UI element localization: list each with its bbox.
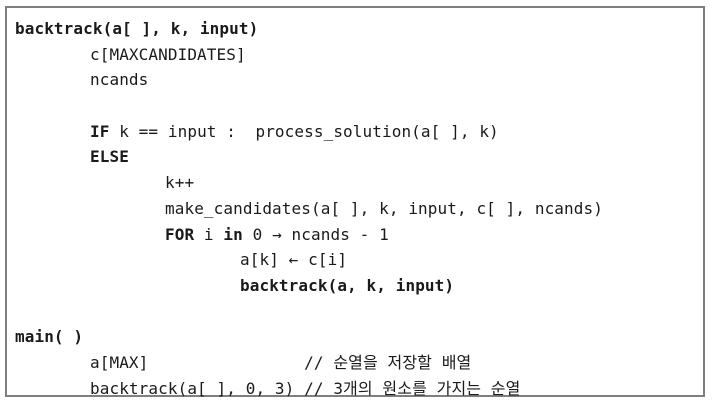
code-line: backtrack(a[ ], 0, 3) // 3개의 원소를 가지는 순열 — [15, 376, 699, 402]
code-line: k++ — [15, 170, 699, 196]
code-keyword: IF — [90, 121, 110, 141]
code-text: k++ — [165, 173, 195, 193]
code-line: backtrack(a, k, input) — [15, 273, 699, 299]
code-line: main( ) — [15, 324, 699, 350]
code-line: a[k] ← c[i] — [15, 247, 699, 273]
code-text: backtrack(a[ ], 0, 3) // 3개의 원소를 가지는 순열 — [90, 378, 521, 398]
code-keyword: FOR — [165, 224, 195, 244]
code-line: a[MAX] // 순열을 저장할 배열 — [15, 350, 699, 376]
code-line: make_candidates(a[ ], k, input, c[ ], nc… — [15, 196, 699, 222]
code-keyword: backtrack(a[ ], k, input) — [15, 19, 259, 38]
code-keyword: backtrack(a, k, input) — [240, 275, 455, 295]
code-text: a[MAX] // 순열을 저장할 배열 — [90, 352, 472, 372]
code-line: IF k == input : process_solution(a[ ], k… — [15, 119, 699, 145]
code-text: 0 → ncands - 1 — [242, 224, 389, 244]
code-text: i — [194, 224, 224, 244]
code-text: k == input : process_solution(a[ ], k) — [109, 121, 499, 141]
code-keyword: ELSE — [90, 147, 129, 167]
code-line — [15, 93, 699, 119]
code-line: FOR i in 0 → ncands - 1 — [15, 222, 699, 248]
code-text: a[k] ← c[i] — [240, 250, 348, 270]
code-text: make_candidates(a[ ], k, input, c[ ], nc… — [165, 198, 603, 218]
code-text: ncands — [90, 70, 149, 90]
code-box: backtrack(a[ ], k, input) c[MAXCANDIDATES… — [5, 6, 705, 398]
code-line: ncands — [15, 67, 699, 93]
code-line: backtrack(a[ ], k, input) — [15, 16, 699, 42]
pseudocode-block: backtrack(a[ ], k, input) c[MAXCANDIDATES… — [15, 16, 699, 398]
code-line — [15, 299, 699, 325]
code-keyword: main( ) — [15, 327, 84, 347]
code-line: c[MAXCANDIDATES] — [15, 42, 699, 68]
code-text: c[MAXCANDIDATES] — [90, 44, 246, 64]
code-line: ELSE — [15, 144, 699, 170]
code-keyword: in — [223, 224, 243, 244]
